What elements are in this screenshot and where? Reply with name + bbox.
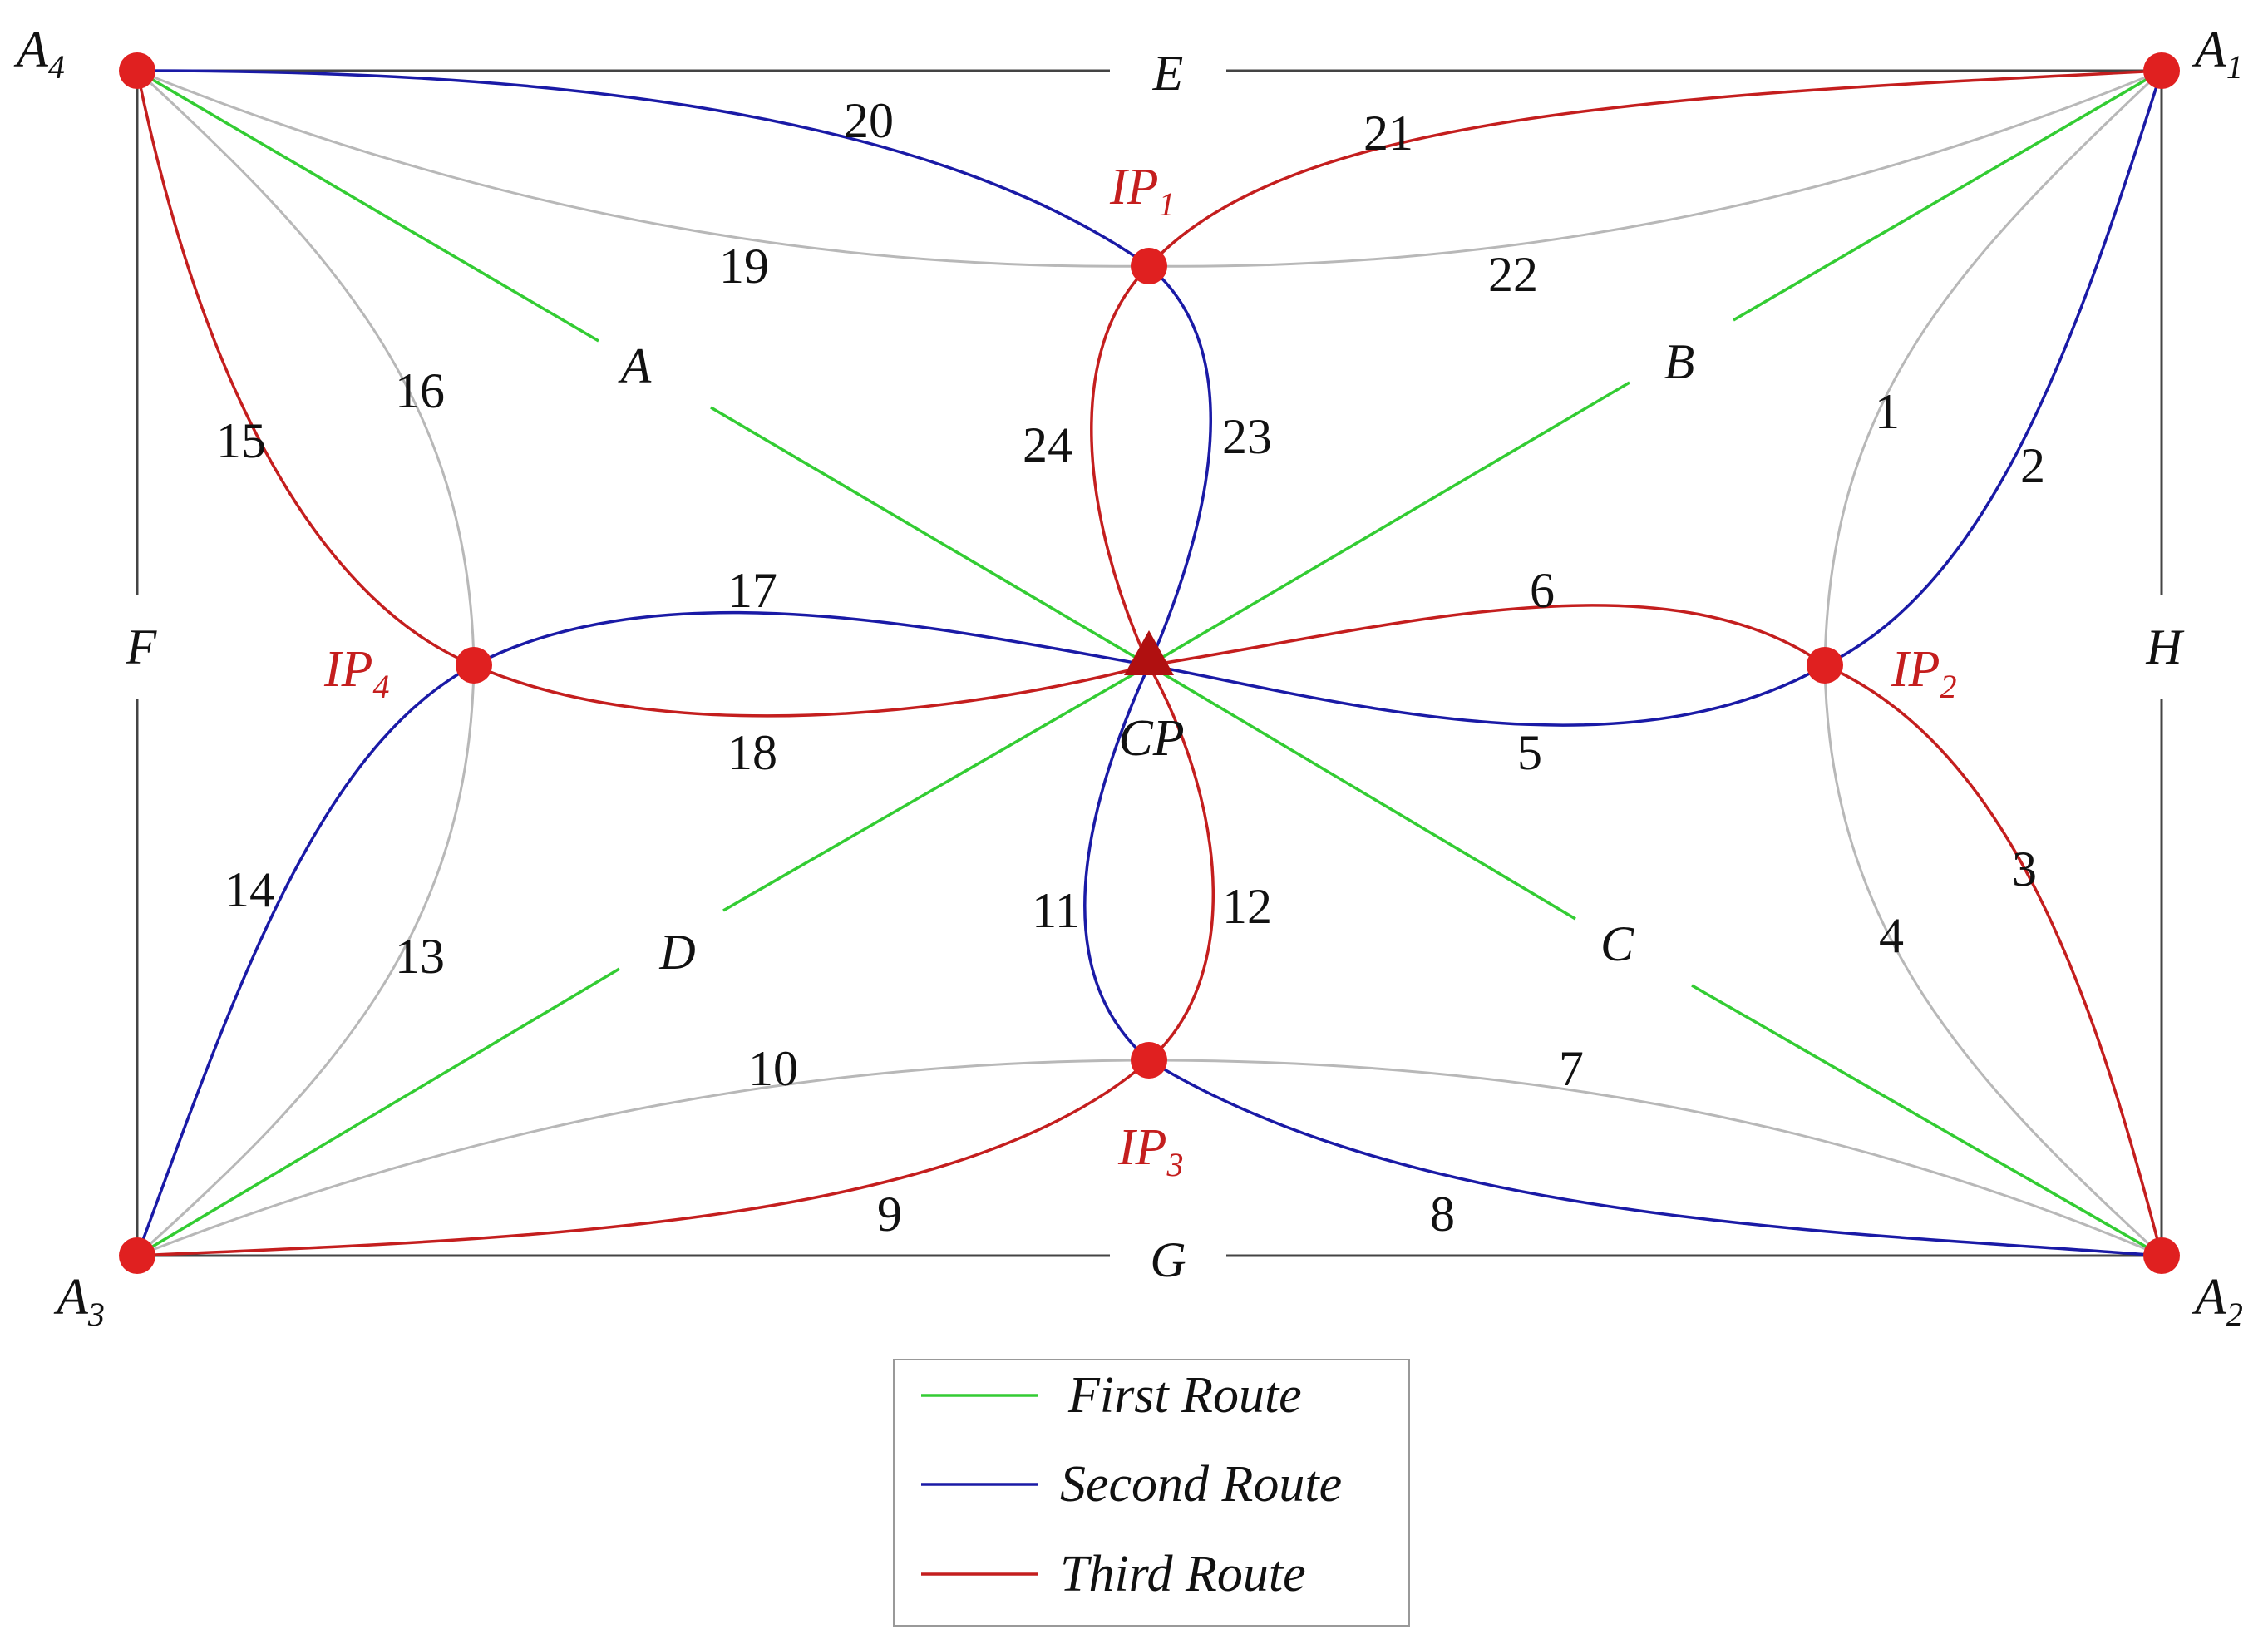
legend-label-second: Second Route — [1060, 1456, 1342, 1513]
path-number-10: 10 — [748, 1041, 798, 1096]
path-numbers: 1 2 3 4 5 6 7 8 9 10 11 12 13 14 15 16 1… — [216, 93, 2045, 1242]
ip-labels: IP1 IP2 IP3 IP4 CP — [323, 159, 1957, 1183]
first-route — [136, 69, 2162, 1257]
path-15 — [136, 70, 475, 667]
side-label-g: G — [1150, 1232, 1186, 1287]
path-22 — [1148, 69, 2162, 268]
path-9 — [136, 1059, 1151, 1257]
path-24 — [1090, 264, 1151, 666]
path-number-21: 21 — [1363, 106, 1413, 160]
path-8 — [1148, 1059, 2162, 1257]
node-cp-marker — [1124, 630, 1174, 675]
path-4 — [1823, 664, 2163, 1257]
path-21 — [1147, 69, 2162, 268]
first-route-a-to-cp — [710, 406, 1150, 667]
first-route-d-to-cp — [722, 664, 1150, 912]
node-ip1-marker — [1131, 248, 1167, 284]
side-labels: E F G H — [126, 46, 2186, 1287]
path-number-13: 13 — [395, 929, 445, 984]
first-route-a3-to-d — [136, 967, 620, 1257]
path-14 — [136, 664, 475, 1256]
path-number-5: 5 — [1517, 725, 1542, 780]
path-number-9: 9 — [877, 1187, 902, 1242]
path-20 — [136, 69, 1151, 268]
node-label-a3: A3 — [53, 1269, 105, 1333]
path-5 — [1148, 664, 1826, 727]
node-label-ip4: IP4 — [323, 641, 390, 705]
legend-label-third: Third Route — [1060, 1546, 1306, 1602]
path-11 — [1083, 664, 1151, 1062]
path-6 — [1148, 604, 1827, 667]
node-label-cp: CP — [1118, 710, 1184, 767]
inner-label-c: C — [1600, 916, 1634, 971]
path-number-4: 4 — [1879, 908, 1904, 963]
path-13 — [136, 664, 476, 1257]
path-number-7: 7 — [1559, 1041, 1584, 1096]
node-ip2-marker — [1807, 647, 1843, 684]
node-label-a2: A2 — [2192, 1269, 2243, 1333]
node-a4-marker — [119, 52, 155, 89]
path-7 — [1148, 1059, 2162, 1257]
side-label-f: F — [126, 620, 158, 674]
path-number-3: 3 — [2012, 842, 2037, 896]
frame — [136, 69, 2163, 1257]
path-number-15: 15 — [216, 413, 266, 468]
side-label-h: H — [2145, 620, 2185, 674]
path-number-2: 2 — [2020, 438, 2045, 493]
path-16 — [136, 69, 476, 666]
path-number-16: 16 — [395, 363, 445, 418]
first-route-b-to-cp — [1148, 381, 1630, 667]
path-19 — [136, 69, 1150, 268]
path-1 — [1823, 69, 2163, 666]
first-route-c-to-cp — [1148, 664, 1576, 921]
path-17 — [473, 610, 1150, 667]
third-route — [136, 69, 2163, 1257]
legend-box — [893, 1359, 1410, 1627]
corner-labels: A4 A1 A3 A2 — [13, 22, 2243, 1333]
gray-paths — [136, 69, 2163, 1257]
inner-label-a: A — [618, 338, 652, 393]
path-3 — [1824, 664, 2163, 1256]
first-route-a4-to-a — [136, 69, 599, 343]
inner-label-d: D — [658, 925, 695, 980]
path-23 — [1147, 264, 1212, 666]
node-ip4-marker — [456, 647, 492, 684]
path-12 — [1147, 664, 1215, 1062]
path-number-6: 6 — [1530, 563, 1555, 618]
path-number-1: 1 — [1875, 384, 1900, 439]
path-number-12: 12 — [1222, 879, 1272, 934]
first-route-a2-to-c — [1691, 984, 2162, 1257]
path-number-19: 19 — [719, 239, 769, 294]
legend: First Route Second Route Third Route — [893, 1359, 1410, 1627]
node-label-a1: A1 — [2192, 22, 2243, 86]
legend-label-first: First Route — [1067, 1367, 1302, 1424]
node-a1-marker — [2143, 52, 2180, 89]
first-route-a1-to-b — [1733, 69, 2162, 322]
path-10 — [136, 1059, 1150, 1257]
path-number-24: 24 — [1023, 417, 1072, 472]
path-number-20: 20 — [844, 93, 894, 148]
path-number-8: 8 — [1430, 1187, 1455, 1242]
path-2 — [1824, 70, 2163, 667]
node-label-ip3: IP3 — [1117, 1119, 1184, 1183]
node-label-ip2: IP2 — [1891, 641, 1957, 705]
path-number-18: 18 — [727, 725, 777, 780]
path-number-11: 11 — [1032, 883, 1080, 938]
node-label-a4: A4 — [13, 22, 65, 86]
node-markers — [119, 52, 2180, 1274]
path-number-17: 17 — [727, 563, 777, 618]
path-18 — [473, 664, 1150, 718]
node-ip3-marker — [1131, 1042, 1167, 1079]
node-a2-marker — [2143, 1237, 2180, 1274]
inner-labels: A B C D — [618, 334, 1695, 980]
node-label-ip1: IP1 — [1109, 159, 1176, 223]
path-number-23: 23 — [1222, 409, 1272, 464]
path-number-14: 14 — [224, 862, 274, 917]
path-number-22: 22 — [1488, 247, 1538, 302]
inner-label-b: B — [1664, 334, 1695, 389]
second-route — [136, 69, 2163, 1257]
node-a3-marker — [119, 1237, 155, 1274]
side-label-e: E — [1152, 46, 1184, 101]
